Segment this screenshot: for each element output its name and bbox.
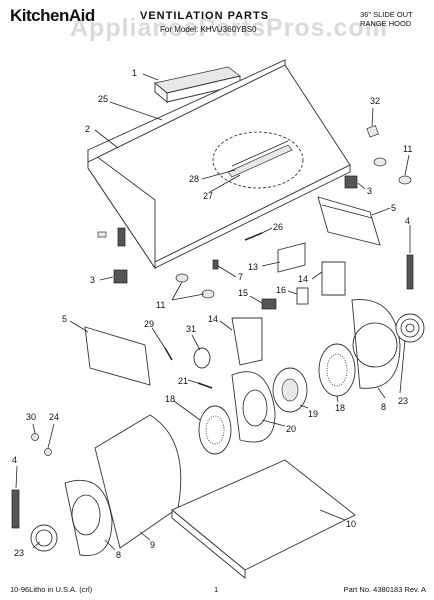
- callout: 21: [178, 376, 188, 386]
- part-knob-11b: [398, 175, 412, 185]
- part-bracket-31: [193, 347, 211, 369]
- part-capacitor-16: [296, 287, 309, 305]
- product-line-2: RANGE HOOD: [360, 19, 412, 28]
- part-knob-11c: [175, 273, 189, 283]
- callout: 32: [370, 96, 380, 106]
- callout: 11: [403, 144, 412, 154]
- callout: 7: [238, 272, 243, 282]
- part-screw-29: [164, 347, 173, 361]
- callout: 1: [132, 68, 137, 78]
- product-description: 36" SLIDE OUT RANGE HOOD: [360, 10, 430, 28]
- part-filter: [154, 66, 241, 103]
- part-clip-7: [212, 259, 219, 270]
- part-scroll-left: [64, 479, 113, 557]
- callout: 18: [165, 394, 175, 404]
- callout: 8: [116, 550, 121, 560]
- part-scroll-right: [351, 299, 401, 389]
- callout: 5: [391, 203, 396, 213]
- callout: 9: [150, 540, 155, 550]
- callout: 11: [156, 300, 165, 310]
- part-grille-left: [30, 524, 58, 552]
- callout: 13: [248, 262, 258, 272]
- part-blower-wheel-right: [318, 343, 356, 397]
- detail-bubble: [212, 131, 304, 189]
- part-terminal-15: [261, 298, 277, 310]
- callout: 23: [14, 548, 24, 558]
- footer-print-info: 10-96Litho in U.S.A. (crl): [10, 585, 93, 594]
- part-bracket-13: [277, 242, 306, 273]
- part-strip-left: [11, 489, 20, 529]
- callout: 28: [189, 174, 199, 184]
- callout: 14: [208, 314, 218, 324]
- callout: 25: [98, 94, 108, 104]
- part-screw-26: [244, 232, 263, 241]
- callout: 3: [90, 275, 95, 285]
- part-bracket-3a: [344, 175, 358, 189]
- callout-labels: 1 25 2 32 11 28 27 3 5 4 26 7 13 14 3 11…: [12, 68, 412, 560]
- part-fastener-30: [31, 433, 39, 441]
- callout: 4: [12, 455, 17, 465]
- callout: 24: [49, 412, 59, 422]
- part-screw-21: [197, 382, 213, 389]
- callout: 27: [203, 191, 213, 201]
- callout: 31: [186, 324, 196, 334]
- part-knob-11a: [373, 157, 387, 167]
- callout: 8: [381, 402, 386, 412]
- part-scroll-plate: [231, 371, 276, 443]
- callout: 26: [273, 222, 283, 232]
- callout: 18: [335, 403, 345, 413]
- callout: 29: [144, 319, 154, 329]
- callout: 23: [398, 396, 408, 406]
- part-clip-32: [366, 125, 379, 138]
- callout: 4: [405, 216, 410, 226]
- part-motor: [272, 367, 308, 413]
- tray-front: [171, 509, 246, 579]
- callout: 16: [276, 285, 286, 295]
- brand-logo: KitchenAid: [10, 6, 95, 25]
- callout: 10: [346, 519, 356, 529]
- part-strip-right: [406, 254, 414, 290]
- part-side-panel-right: [317, 196, 381, 246]
- callout: 20: [286, 424, 296, 434]
- part-grille-right: [395, 313, 425, 343]
- part-side-panel-left: [84, 326, 151, 386]
- callout: 30: [26, 412, 36, 422]
- page-title: VENTILATION PARTS: [140, 10, 270, 22]
- part-motor-plate-left: [231, 317, 263, 366]
- callout: 19: [308, 409, 318, 419]
- callout: 14: [298, 274, 308, 284]
- model-subtitle: For Model: KHVU360YBS0: [160, 25, 257, 34]
- footer-page-number: 1: [214, 585, 219, 594]
- product-line-1: 36" SLIDE OUT: [360, 10, 413, 19]
- footer-part-number: Part No. 4380183 Rev. A: [343, 585, 426, 594]
- part-motor-plate-right: [321, 261, 346, 296]
- part-blower-wheel-left: [198, 405, 232, 455]
- part-bracket-3b: [113, 269, 128, 284]
- callout: 5: [62, 314, 67, 324]
- callout: 3: [367, 186, 372, 196]
- housing-slot: [97, 231, 107, 238]
- watermark: AppliancePartsPros.com: [70, 14, 388, 42]
- leader-lines: [15, 73, 411, 551]
- part-fastener-24: [44, 448, 52, 456]
- part-hood-housing: [87, 59, 351, 270]
- housing-switch: [117, 227, 126, 247]
- callout: 15: [238, 288, 248, 298]
- callout: 2: [85, 124, 90, 134]
- part-tray: [171, 459, 356, 571]
